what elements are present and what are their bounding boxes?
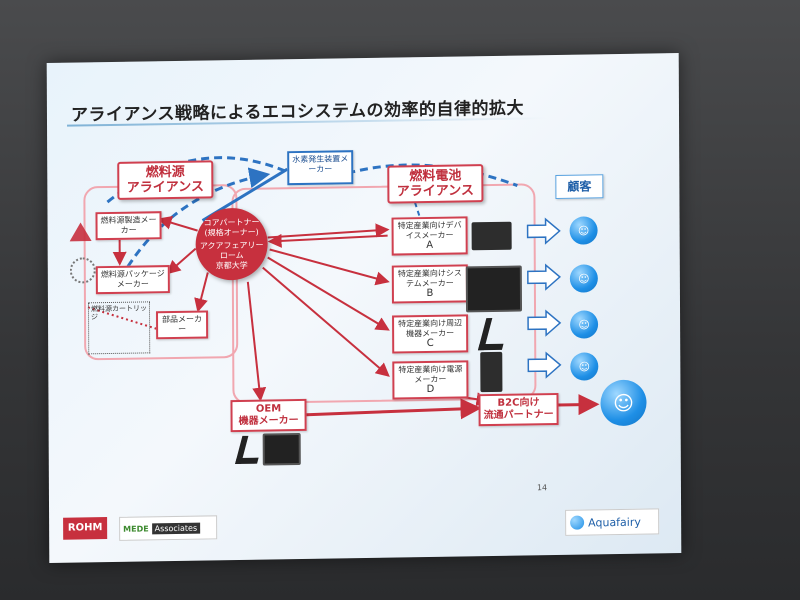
mede-logo-subtext: Associates [151, 522, 201, 534]
oem-line2: 機器メーカー [238, 415, 299, 427]
presentation-slide: アライアンス戦略によるエコシステムの効率的自律的拡大 [46, 53, 682, 563]
mede-logo: MEDE Associates [119, 515, 218, 541]
oem-generator-icon [262, 432, 301, 466]
arrow-core-maker3 [194, 272, 209, 313]
b2c-partner: B2C向け 流通パートナー [478, 392, 559, 427]
b2c-line1: B2C向け [497, 397, 540, 409]
aquafairy-logo-text: Aquafairy [588, 515, 641, 529]
arrow-core-maker2 [166, 247, 197, 275]
rohm-logo: ROHM [63, 517, 108, 540]
arrow-core-A [267, 223, 390, 239]
hydrogen-arc-inner [126, 167, 271, 268]
arrow-oem-b2c [300, 398, 482, 420]
arrow-to-customer-2 [527, 263, 562, 291]
arrow-A-core [267, 233, 388, 248]
mede-logo-text: MEDE [123, 523, 149, 534]
arrow-core-maker1 [157, 215, 198, 232]
aquafairy-mark-icon [570, 515, 585, 530]
oem-line1: OEM [255, 403, 282, 415]
cartridge-dotted [87, 306, 159, 331]
arrow-core-C [267, 256, 390, 331]
arrow-to-customer-3 [527, 309, 562, 337]
arrow-core-oem [246, 281, 267, 402]
oem-maker: OEM 機器メーカー [230, 398, 307, 433]
arrow-core-D [262, 266, 390, 377]
aquafairy-logo: Aquafairy [565, 508, 660, 536]
customer-header: 顧客 [555, 174, 604, 199]
b2c-line2: 流通パートナー [483, 409, 554, 422]
arrow-to-customer-4 [527, 351, 562, 379]
arrow-to-customer-1 [526, 217, 561, 245]
page-number: 14 [536, 483, 548, 493]
arrow-core-B [269, 248, 390, 286]
customer-arrows [526, 217, 562, 379]
